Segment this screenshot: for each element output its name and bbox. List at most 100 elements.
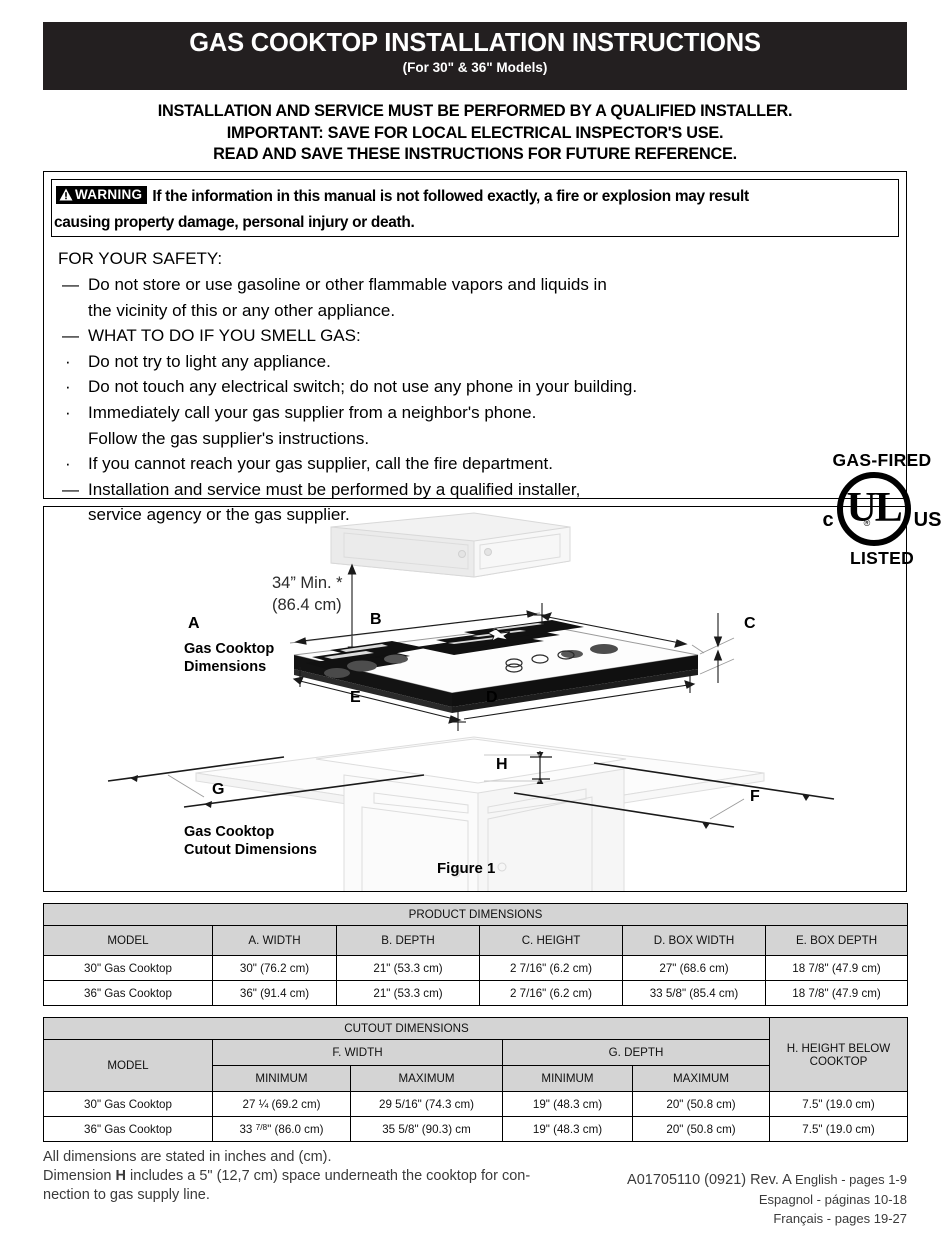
cell-g-maximum: 20" (50.8 cm) [632,1091,770,1117]
cell-g-minimum: 19" (48.3 cm) [502,1116,633,1142]
ul-top-label: GAS-FIRED [832,450,932,470]
col-header-g-maximum: MAXIMUM [632,1065,770,1092]
safety-item: — Installation and service must be perfo… [58,477,758,503]
safety-item-marker: · [65,402,71,422]
h-header-line2: COOKTOP [809,1054,868,1068]
table-row: 36" Gas Cooktop 36" (91.4 cm) 21" (53.3 … [43,980,909,1006]
safety-item-label: If you cannot reach your gas supplier, c… [88,454,553,474]
ul-letters: UL [846,484,902,531]
footer-note-line3: nection to gas supply line. [43,1187,210,1203]
safety-item-marker: · [65,454,71,474]
dim-letter-h: H [496,756,508,773]
cell-c-height: 2 7/16" (6.2 cm) [479,955,623,981]
figure-box: A B C D E F G H Gas Cooktop Dimensions G… [43,506,907,892]
cell-e-box-depth: 18 7/8" (47.9 cm) [764,955,909,981]
cooktop-dimensions-label: Gas Cooktop Dimensions [184,640,274,676]
warning-text-2: causing property damage, personal injury… [54,214,415,231]
cutout-table-title: CUTOUT DIMENSIONS [43,1017,770,1040]
table-subheader-row: MINIMUM MAXIMUM MINIMUM MAXIMUM [44,1065,908,1092]
warning-badge-label: WARNING [75,187,143,202]
safety-item: · Do not touch any electrical switch; do… [58,374,758,400]
safety-item-continuation: Follow the gas supplier's instructions. [88,428,370,448]
safety-item-marker: · [65,351,71,371]
cutout-dimensions-label-line1: Gas Cooktop [184,824,275,840]
cell-f-minimum: 27 ¼ (69.2 cm) [212,1091,351,1117]
safety-item-label: Installation and service must be perform… [88,479,581,499]
col-header-h-height-below: H. HEIGHT BELOW COOKTOP [769,1017,908,1092]
safety-item-marker: — [62,326,79,346]
minimum-height-line2: (86.4 cm) [272,596,342,614]
dim-letter-a: A [188,615,200,632]
table-row: 30" Gas Cooktop 27 ¼ (69.2 cm) 29 5/16" … [43,1091,908,1117]
cooktop-dimensions-label-line1: Gas Cooktop [184,641,275,657]
notice-line-3: READ AND SAVE THESE INSTRUCTIONS FOR FUT… [213,145,737,163]
cell-model: 36" Gas Cooktop [43,1116,213,1142]
cutout-dimensions-table: CUTOUT DIMENSIONS H. HEIGHT BELOW COOKTO… [43,1017,908,1142]
table-row: 36" Gas Cooktop 33 7/8" (86.0 cm) 35 5/8… [43,1116,908,1142]
ul-registered-mark: ® [863,518,871,528]
safety-item-label: Do not touch any electrical switch; do n… [88,377,638,397]
safety-item-label: Immediately call your gas supplier from … [88,402,537,422]
cell-d-box-width: 27" (68.6 cm) [622,955,766,981]
cell-h-height: 7.5" (19.0 cm) [769,1116,908,1142]
footer-code-line: A01705110 (0921) Rev. A English - pages … [560,1170,907,1190]
notice-line-2: IMPORTANT: SAVE FOR LOCAL ELECTRICAL INS… [226,123,724,142]
title-banner: GAS COOKTOP INSTALLATION INSTRUCTIONS (F… [43,22,907,90]
page-title: GAS COOKTOP INSTALLATION INSTRUCTIONS [189,29,761,57]
f-min-fraction: 7/8 [255,1122,268,1133]
figure-caption: Figure 1 [437,860,496,877]
cell-e-box-depth: 18 7/8" (47.9 cm) [764,980,909,1006]
group-header-f-width: F. WIDTH [212,1039,503,1066]
minimum-height-line1: 34” Min. * [272,574,343,592]
footer-note-prefix: Dimension [43,1168,116,1184]
dim-letter-b: B [370,611,382,628]
cell-f-minimum: 33 7/8" (86.0 cm) [212,1116,351,1142]
cell-model: 36" Gas Cooktop [43,980,213,1006]
cutout-dimensions-label: Gas Cooktop Cutout Dimensions [184,823,317,859]
cell-g-minimum: 19" (48.3 cm) [502,1091,633,1117]
f-min-prefix: 33 [239,1122,256,1136]
table-header-row: MODEL A. WIDTH B. DEPTH C. HEIGHT D. BOX… [43,925,909,956]
warning-badge: WARNING [56,186,148,204]
safety-item-marker: — [62,275,79,294]
cell-a-width: 30" (76.2 cm) [212,955,337,981]
col-header-model: MODEL [43,925,213,956]
dim-letter-d: D [486,689,498,706]
cell-model: 30" Gas Cooktop [43,1091,213,1117]
ul-mark-center: c UL ® US [814,470,950,548]
cell-d-box-width: 33 5/8" (85.4 cm) [622,980,766,1006]
col-header-f-maximum: MAXIMUM [350,1065,503,1092]
safety-item-label: WHAT TO DO IF YOU SMELL GAS: [88,326,361,346]
safety-item-label: Do not try to light any appliance. [88,351,331,371]
col-header-b-depth: B. DEPTH [336,925,480,956]
cooktop-diagram-illustration [107,512,835,891]
english-pages: English - pages 1-9 [794,1172,907,1187]
footer-note-dimension-h: H [115,1168,127,1184]
safety-list: FOR YOUR SAFETY: — Do not store or use g… [58,246,758,528]
ul-c-label: c [822,509,834,531]
col-header-d-box-width: D. BOX WIDTH [622,925,766,956]
document-code: A01705110 (0921) Rev. A [627,1172,791,1188]
f-min-suffix: " (86.0 cm) [267,1122,324,1136]
table-title-row: CUTOUT DIMENSIONS H. HEIGHT BELOW COOKTO… [43,1017,908,1092]
footer-notes: All dimensions are stated in inches and … [43,1148,563,1205]
cell-a-width: 36" (91.4 cm) [212,980,337,1006]
dim-letter-e: E [350,689,361,706]
dim-letter-c: C [744,615,756,632]
warning-triangle-icon [59,188,73,201]
cutout-dimensions-label-line2: Cutout Dimensions [184,842,317,858]
product-table-title: PRODUCT DIMENSIONS [42,903,909,926]
col-header-a-width: A. WIDTH [212,925,337,956]
table-title-row: PRODUCT DIMENSIONS [42,903,909,926]
safety-item-continuation: the vicinity of this or any other applia… [88,300,396,320]
cell-c-height: 2 7/16" (6.2 cm) [479,980,623,1006]
col-header-f-minimum: MINIMUM [212,1065,351,1092]
col-header-e-box-depth: E. BOX DEPTH [764,925,909,956]
safety-item-marker: · [65,377,71,397]
cell-model: 30" Gas Cooktop [43,955,213,981]
francais-pages: Français - pages 19-27 [773,1211,907,1226]
col-header-g-minimum: MINIMUM [502,1065,633,1092]
